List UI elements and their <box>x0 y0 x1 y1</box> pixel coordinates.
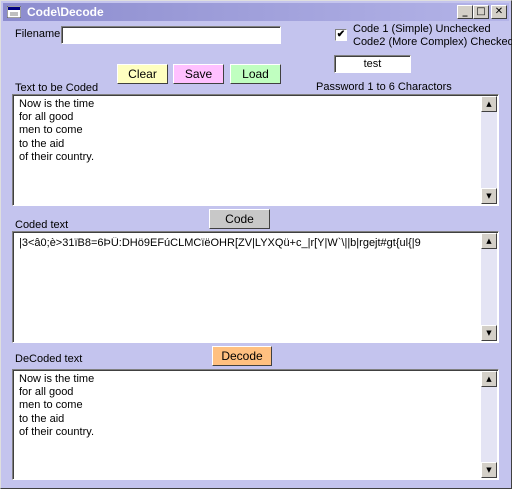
scroll-down-arrow-icon[interactable]: ▼ <box>481 325 497 341</box>
scroll-down-arrow-icon[interactable]: ▼ <box>481 462 497 478</box>
filename-input[interactable] <box>61 26 281 44</box>
text-to-code-content: Now is the time for all good men to come… <box>19 98 95 163</box>
scroll-up-arrow-icon[interactable]: ▲ <box>481 96 497 112</box>
code-button[interactable]: Code <box>209 209 270 229</box>
text-to-code-label: Text to be Coded <box>15 82 99 94</box>
minimize-button[interactable]: _ <box>457 5 473 19</box>
title-bar[interactable]: Code\Decode _ □ ✕ <box>3 3 509 21</box>
decoded-text-label: DeCoded text <box>15 353 83 365</box>
decoded-text-scrollbar[interactable]: ▲ ▼ <box>481 371 497 478</box>
code2-description: Code2 (More Complex) Checked <box>353 36 512 48</box>
scroll-up-arrow-icon[interactable]: ▲ <box>481 371 497 387</box>
filename-label: Filename <box>15 28 61 40</box>
coded-text-area[interactable]: |3<â0;è>31ïB8=6ÞÜ:DHö9EFúCLMCïëOHR[ZV|LY… <box>12 231 499 343</box>
decoded-text-content: Now is the time for all good men to come… <box>19 373 95 438</box>
password-label: Password 1 to 6 Charactors <box>316 81 452 93</box>
decoded-text-area[interactable]: Now is the time for all good men to come… <box>12 369 499 480</box>
window-title: Code\Decode <box>27 5 104 19</box>
text-to-code-area[interactable]: Now is the time for all good men to come… <box>12 94 499 206</box>
scroll-down-arrow-icon[interactable]: ▼ <box>481 188 497 204</box>
coded-text-label: Coded text <box>15 219 69 231</box>
load-button[interactable]: Load <box>230 64 281 84</box>
app-icon <box>7 6 21 18</box>
code1-description: Code 1 (Simple) Unchecked <box>353 23 491 35</box>
maximize-button[interactable]: □ <box>473 5 489 19</box>
scroll-up-arrow-icon[interactable]: ▲ <box>481 233 497 249</box>
coded-text-content: |3<â0;è>31ïB8=6ÞÜ:DHö9EFúCLMCïëOHR[ZV|LY… <box>19 237 421 249</box>
decode-button[interactable]: Decode <box>212 346 272 366</box>
clear-button[interactable]: Clear <box>117 64 168 84</box>
save-button[interactable]: Save <box>173 64 224 84</box>
close-button[interactable]: ✕ <box>491 5 507 19</box>
code-type-checkbox[interactable]: ✔ <box>335 29 347 41</box>
coded-text-scrollbar[interactable]: ▲ ▼ <box>481 233 497 341</box>
password-input[interactable]: test <box>334 55 411 73</box>
text-to-code-scrollbar[interactable]: ▲ ▼ <box>481 96 497 204</box>
